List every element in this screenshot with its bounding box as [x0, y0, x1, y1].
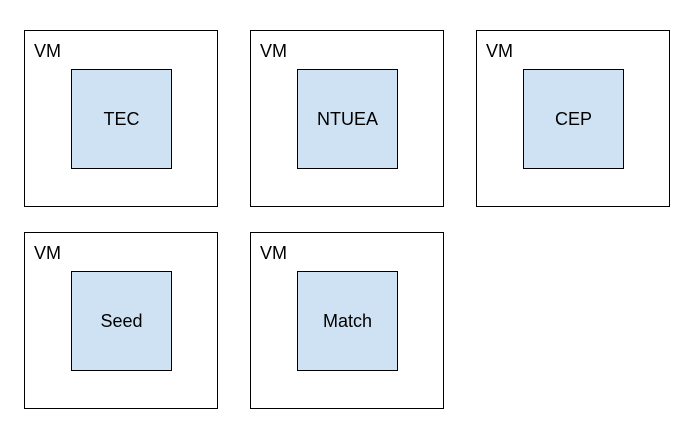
vm-box-tec: VM TEC	[24, 30, 218, 207]
vm-box-seed: VM Seed	[24, 232, 218, 409]
vm-box-match: VM Match	[250, 232, 444, 409]
vm-label: VM	[34, 243, 61, 263]
component-label: Match	[322, 311, 373, 331]
vm-label: VM	[34, 41, 61, 61]
vm-box-ntuea: VM NTUEA	[250, 30, 444, 207]
component-label: CEP	[554, 109, 592, 129]
component-box-cep: CEP	[523, 69, 624, 169]
component-box-match: Match	[297, 271, 398, 371]
vm-label: VM	[486, 41, 513, 61]
component-box-seed: Seed	[71, 271, 172, 371]
component-label: TEC	[103, 109, 140, 129]
vm-label: VM	[260, 41, 287, 61]
component-box-tec: TEC	[71, 69, 172, 169]
component-box-ntuea: NTUEA	[297, 69, 398, 169]
vm-box-cep: VM CEP	[476, 30, 670, 207]
component-label: Seed	[100, 311, 143, 331]
vm-label: VM	[260, 243, 287, 263]
component-label: NTUEA	[316, 109, 378, 129]
